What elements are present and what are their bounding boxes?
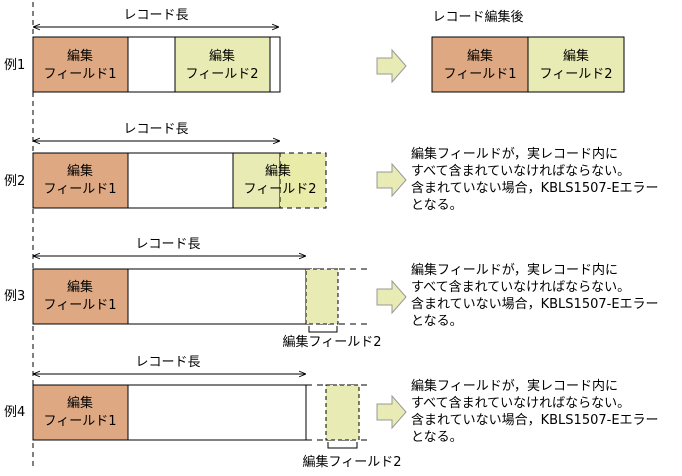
result-field-2-line2: フィールド2	[539, 67, 612, 82]
note-line: 含まれていない場合，KBLS1507-Eエラー	[411, 180, 659, 196]
record-length-label: レコード長	[135, 355, 200, 370]
right-arrow-icon	[376, 394, 407, 430]
edit-field-2-outside	[279, 152, 327, 209]
right-arrow-icon	[376, 162, 407, 198]
edit-field-2-line2: フィールド2	[243, 182, 316, 197]
edit-field-2-line2: フィールド2	[185, 67, 258, 82]
edit-field-2	[305, 268, 339, 325]
right-arrow-icon	[376, 48, 407, 84]
edit-field-1	[32, 384, 129, 441]
example-label: 例1	[4, 58, 25, 73]
edit-field-1-line1: 編集	[67, 395, 93, 411]
edit-field-1-line1: 編集	[67, 279, 93, 295]
note-line: 編集フィールドが，実レコード内に	[411, 262, 618, 278]
edit-field-1-line2: フィールド1	[43, 67, 116, 82]
edit-field-2-inside	[232, 152, 281, 209]
edit-field-1	[32, 152, 129, 209]
field-2-bracket	[308, 326, 338, 333]
edit-field-1-line2: フィールド1	[43, 298, 116, 313]
example-label: 例2	[4, 174, 25, 189]
record-length-label: レコード長	[123, 8, 188, 23]
example-label: 例4	[4, 405, 25, 420]
edit-field-2-line1: 編集	[209, 48, 235, 64]
record-length-label: レコード長	[135, 237, 200, 252]
edit-field-2	[174, 36, 271, 93]
example-4: 例4 レコード長 編集 フィールド1 編集フィールド2 編集フィールドが，実レコ…	[4, 355, 659, 470]
result-field-2-line1: 編集	[563, 48, 589, 64]
note-line: となる。	[411, 314, 463, 329]
edit-field-2-line1: 編集	[265, 163, 291, 179]
note-line: となる。	[411, 198, 463, 213]
edit-field-1	[32, 36, 129, 93]
edit-field-1-line1: 編集	[67, 48, 93, 64]
note-line: 含まれていない場合，KBLS1507-Eエラー	[411, 412, 659, 428]
note-line: すべて含まれていなければならない。	[411, 395, 630, 411]
example-1: 例1 レコード長 編集 フィールド1 編集 フィールド2 レコード編集後 編集 …	[4, 8, 625, 93]
result-field-1-line2: フィールド1	[443, 67, 516, 82]
right-arrow-icon	[376, 279, 407, 315]
edit-field-1-line1: 編集	[67, 163, 93, 179]
example-label: 例3	[4, 289, 25, 304]
edit-field-2-label: 編集フィールド2	[282, 334, 381, 350]
note-line: となる。	[411, 430, 463, 445]
result-field-2	[527, 36, 625, 93]
field-2-bracket	[327, 442, 358, 449]
note-line: すべて含まれていなければならない。	[411, 163, 630, 179]
record-length-label: レコード長	[123, 122, 188, 137]
edit-field-2-label: 編集フィールド2	[302, 454, 401, 470]
note-line: 含まれていない場合，KBLS1507-Eエラー	[411, 296, 659, 312]
after-edit-label: レコード編集後	[432, 9, 523, 25]
note-line: 編集フィールドが，実レコード内に	[411, 146, 618, 162]
result-field-1	[431, 36, 529, 93]
edit-field-1-line2: フィールド1	[43, 414, 116, 429]
edit-field-2	[325, 384, 360, 441]
edit-field-1	[32, 268, 129, 325]
edit-field-1-line2: フィールド1	[43, 182, 116, 197]
example-2: 例2 レコード長 編集 フィールド1 編集 フィールド2 編集フィールドが，実レ…	[4, 122, 659, 213]
note-line: すべて含まれていなければならない。	[411, 279, 630, 295]
example-3: 例3 レコード長 編集 フィールド1 編集フィールド2 編集フィールドが，実レコ…	[4, 237, 659, 350]
note-line: 編集フィールドが，実レコード内に	[411, 378, 618, 394]
result-field-1-line1: 編集	[467, 48, 493, 64]
